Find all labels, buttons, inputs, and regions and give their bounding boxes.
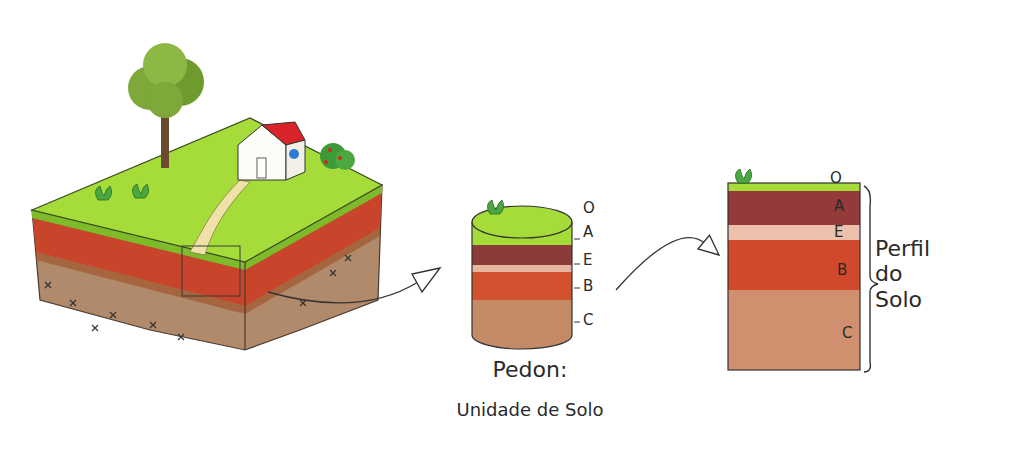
pedon-cylinder [470, 200, 580, 360]
zoom-arrow [268, 268, 440, 303]
node-heading: Pedon: [430, 357, 630, 382]
horizon-letter: E [583, 252, 592, 269]
horizon-letter: A [583, 224, 593, 241]
horizon-letter: C [583, 312, 593, 329]
landscape-block [32, 43, 382, 350]
horizon-letter: B [837, 262, 847, 279]
pedon-unit: Pedon: Unidade de Solo [430, 195, 634, 440]
horizon-letter: A [834, 198, 844, 215]
node-heading: Perfil do Solo [875, 236, 945, 312]
soil-profile [728, 169, 878, 372]
connector-arrow [616, 235, 719, 290]
horizon-letter: C [842, 325, 852, 342]
horizon-letter: E [834, 224, 843, 241]
horizon-letter: B [583, 278, 593, 295]
horizon-letter: O [583, 200, 595, 217]
horizon-letter: O [830, 170, 842, 187]
node-subtitle: Unidade de Solo [430, 400, 630, 421]
